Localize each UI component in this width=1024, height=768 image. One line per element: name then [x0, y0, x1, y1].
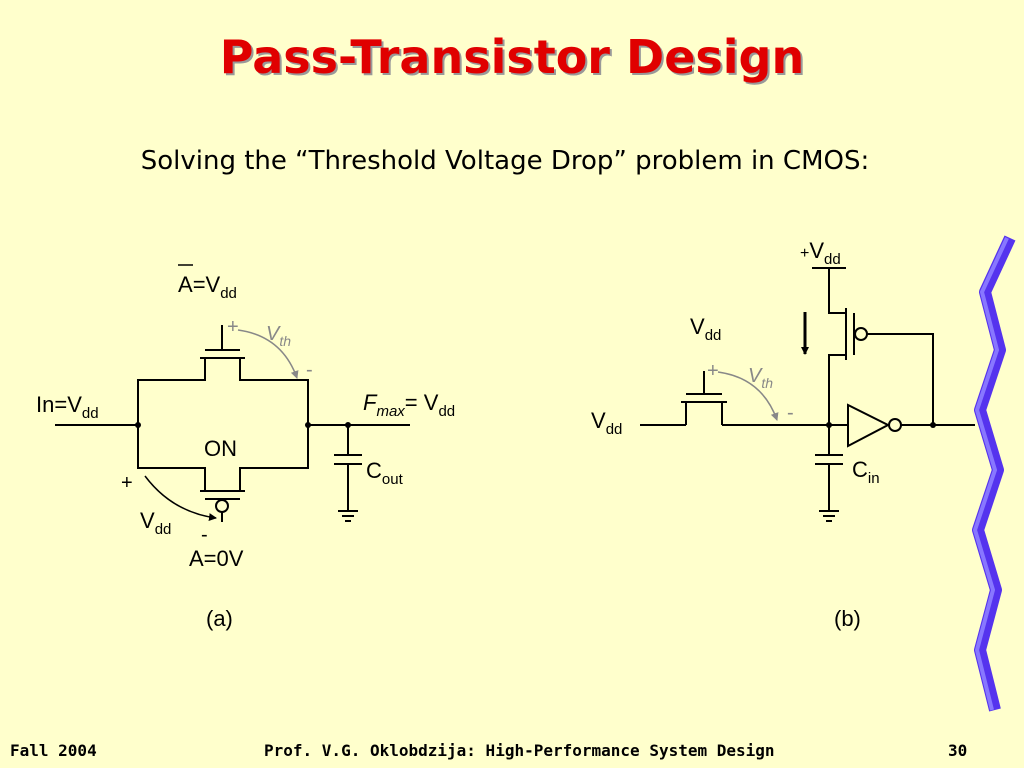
inverter-body: [847, 403, 891, 448]
node-out-b: [930, 422, 936, 428]
gate-label-b: Vdd: [690, 314, 721, 344]
slide-subtitle: Solving the “Threshold Voltage Drop” pro…: [140, 146, 870, 176]
slide-title: Pass-Transistor Design: [219, 30, 805, 84]
input-label-a: In=Vdd: [36, 392, 99, 422]
vth-label-a: Vth: [266, 323, 291, 349]
vth-minus-a: -: [306, 359, 313, 381]
upper-path-wire: [137, 358, 206, 425]
node-cap: [345, 422, 351, 428]
footer-course: Prof. V.G. Oklobdzija: High-Performance …: [264, 741, 775, 760]
supply-label-b: +Vdd: [800, 238, 841, 268]
vth-plus-b: +: [707, 360, 719, 382]
caption-a: (a): [206, 606, 233, 631]
upper-path-wire-right: [239, 358, 309, 425]
gate-top-label: A=Vdd: [178, 272, 237, 302]
vgs-label: Vdd: [140, 508, 171, 538]
vth-label-b: Vth: [748, 365, 773, 391]
footer-term: Fall 2004: [10, 741, 97, 760]
lower-path-wire-right: [239, 425, 309, 491]
vth-plus-a: +: [227, 316, 239, 338]
decorative-ribbon: [972, 235, 1016, 712]
node-input: [135, 422, 141, 428]
inverter-bubble: [888, 418, 902, 432]
gate-bottom-label: A=0V: [189, 546, 244, 571]
vgs-plus: +: [121, 472, 133, 494]
keeper-drain-wire: [828, 354, 846, 425]
vgs-minus: -: [201, 524, 208, 546]
keeper-gate-wire: [867, 333, 934, 425]
page-number: 30: [948, 741, 968, 760]
node-output: [305, 422, 311, 428]
vgs-arc: [144, 475, 217, 522]
vth-arc: [237, 329, 299, 379]
cin-label: Cin: [852, 457, 880, 487]
node-x: [826, 422, 832, 428]
keeper-bubble: [854, 327, 868, 341]
lower-path-wire: [137, 425, 206, 491]
input-label-b: Vdd: [591, 408, 622, 438]
vth-minus-b: -: [787, 402, 794, 424]
keeper-source-wire: [828, 268, 846, 314]
cout-label: Cout: [366, 458, 404, 488]
circuit-b: [640, 267, 975, 522]
circuit-a-nodes: [135, 422, 351, 428]
circuit-a: [55, 325, 410, 522]
pmos-bubble: [215, 499, 229, 513]
fmax-label: Fmax= Vdd: [363, 390, 455, 420]
caption-b: (b): [834, 606, 861, 631]
vth-arc-b: [717, 371, 779, 421]
circuit-b-nodes: [826, 422, 936, 428]
on-label: ON: [204, 436, 237, 461]
